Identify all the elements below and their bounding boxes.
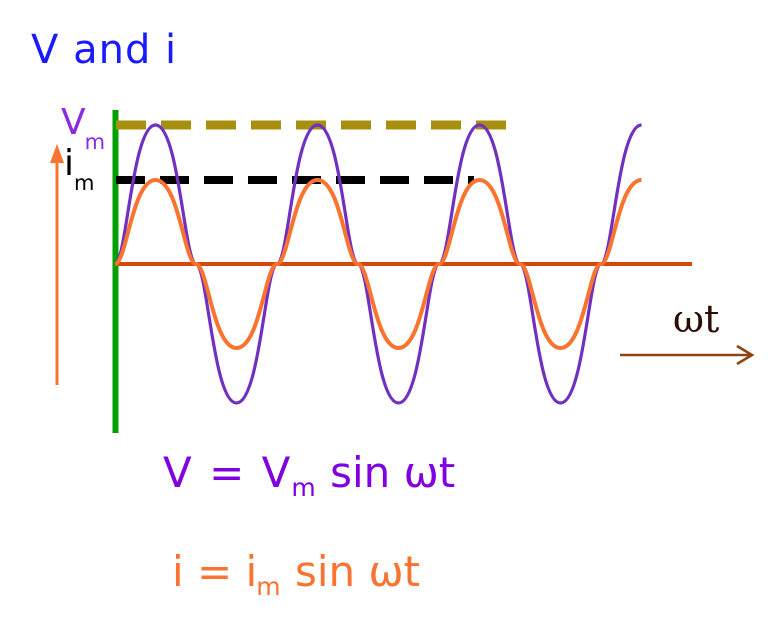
voltage-peak-label-subscript: m bbox=[84, 130, 106, 155]
voltage-equation: V = Vm sin ωt bbox=[163, 452, 455, 501]
current-equation-subscript: m bbox=[256, 572, 281, 601]
voltage-peak-label-main: V bbox=[61, 102, 86, 143]
voltage-equation-lhs: V = V bbox=[163, 448, 293, 497]
voltage-equation-rhs: sin ωt bbox=[316, 448, 456, 497]
voltage-peak-label: Vm bbox=[61, 102, 106, 153]
time-axis-arrow bbox=[620, 344, 755, 366]
current-equation-lhs: i = i bbox=[172, 547, 258, 596]
current-peak-label: im bbox=[64, 143, 94, 194]
current-equation-rhs: sin ωt bbox=[281, 547, 421, 596]
current-peak-label-main: i bbox=[64, 143, 75, 184]
voltage-equation-subscript: m bbox=[291, 473, 316, 502]
page-title: V and i bbox=[31, 27, 178, 73]
current-equation: i = im sin ωt bbox=[172, 551, 420, 600]
current-peak-label-subscript: m bbox=[74, 171, 95, 196]
current-sine-curve bbox=[113, 177, 643, 351]
x-axis-label: ωt bbox=[673, 297, 720, 341]
amplitude-arrow bbox=[50, 144, 64, 385]
